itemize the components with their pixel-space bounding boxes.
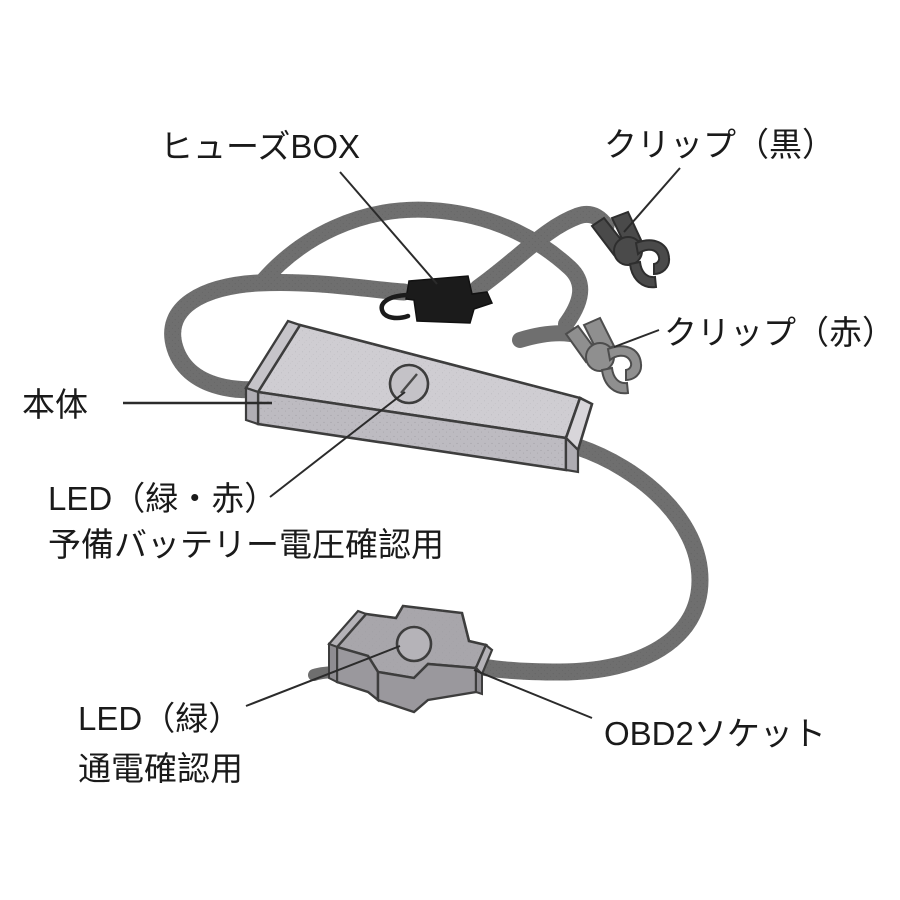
clip-red-jaw-lower bbox=[600, 366, 630, 395]
label-fuse-box: ヒューズBOX bbox=[160, 128, 360, 165]
clip-black-unit bbox=[590, 210, 671, 289]
fuse-box-housing bbox=[405, 275, 494, 324]
main-body-left-lower bbox=[244, 386, 260, 426]
leader-fuse-box bbox=[339, 171, 438, 285]
cable-right-loop-texture bbox=[461, 438, 709, 681]
cable-to-black-clip-texture bbox=[469, 205, 615, 297]
leader-obd2-socket bbox=[473, 669, 593, 719]
fuse-box-strap-loop bbox=[379, 292, 411, 321]
leader-clip-black bbox=[623, 167, 681, 233]
main-body-right-lower bbox=[564, 435, 580, 474]
leader-led-green bbox=[245, 645, 401, 707]
label-led-green-red-description: 予備バッテリー電圧確認用 bbox=[48, 526, 444, 563]
label-led-green-red: LED（緑・赤） bbox=[48, 480, 277, 517]
label-led-green-description: 通電確認用 bbox=[78, 750, 243, 787]
obd2-left-lower bbox=[328, 642, 338, 684]
led-green-indicator bbox=[395, 625, 433, 663]
label-led-green: LED（緑） bbox=[78, 700, 241, 737]
label-main-body: 本体 bbox=[22, 386, 88, 423]
clip-black-jaw-lower bbox=[628, 260, 658, 289]
fuse-box-unit bbox=[379, 275, 494, 324]
label-clip-black: クリップ（黒） bbox=[604, 126, 835, 163]
cable-harness bbox=[164, 201, 709, 681]
led-slot-line bbox=[400, 373, 418, 394]
clip-red-unit bbox=[564, 316, 643, 395]
obd2-socket-unit bbox=[327, 604, 494, 714]
label-clip-red: クリップ（赤） bbox=[664, 314, 895, 351]
clip-red-jaw-upper bbox=[606, 345, 643, 382]
leader-led-green-red bbox=[269, 391, 406, 498]
cable-left-loop-texture bbox=[164, 273, 413, 399]
main-body-unit bbox=[244, 319, 594, 474]
cable-to-red-clip bbox=[512, 325, 578, 348]
clip-black-jaw-upper bbox=[634, 239, 671, 276]
label-obd2-socket: OBD2ソケット bbox=[604, 715, 826, 752]
main-body-front-texture bbox=[258, 392, 566, 470]
cable-top-arc-texture bbox=[254, 201, 589, 332]
leader-lines bbox=[123, 167, 681, 719]
leader-clip-red bbox=[613, 329, 660, 348]
